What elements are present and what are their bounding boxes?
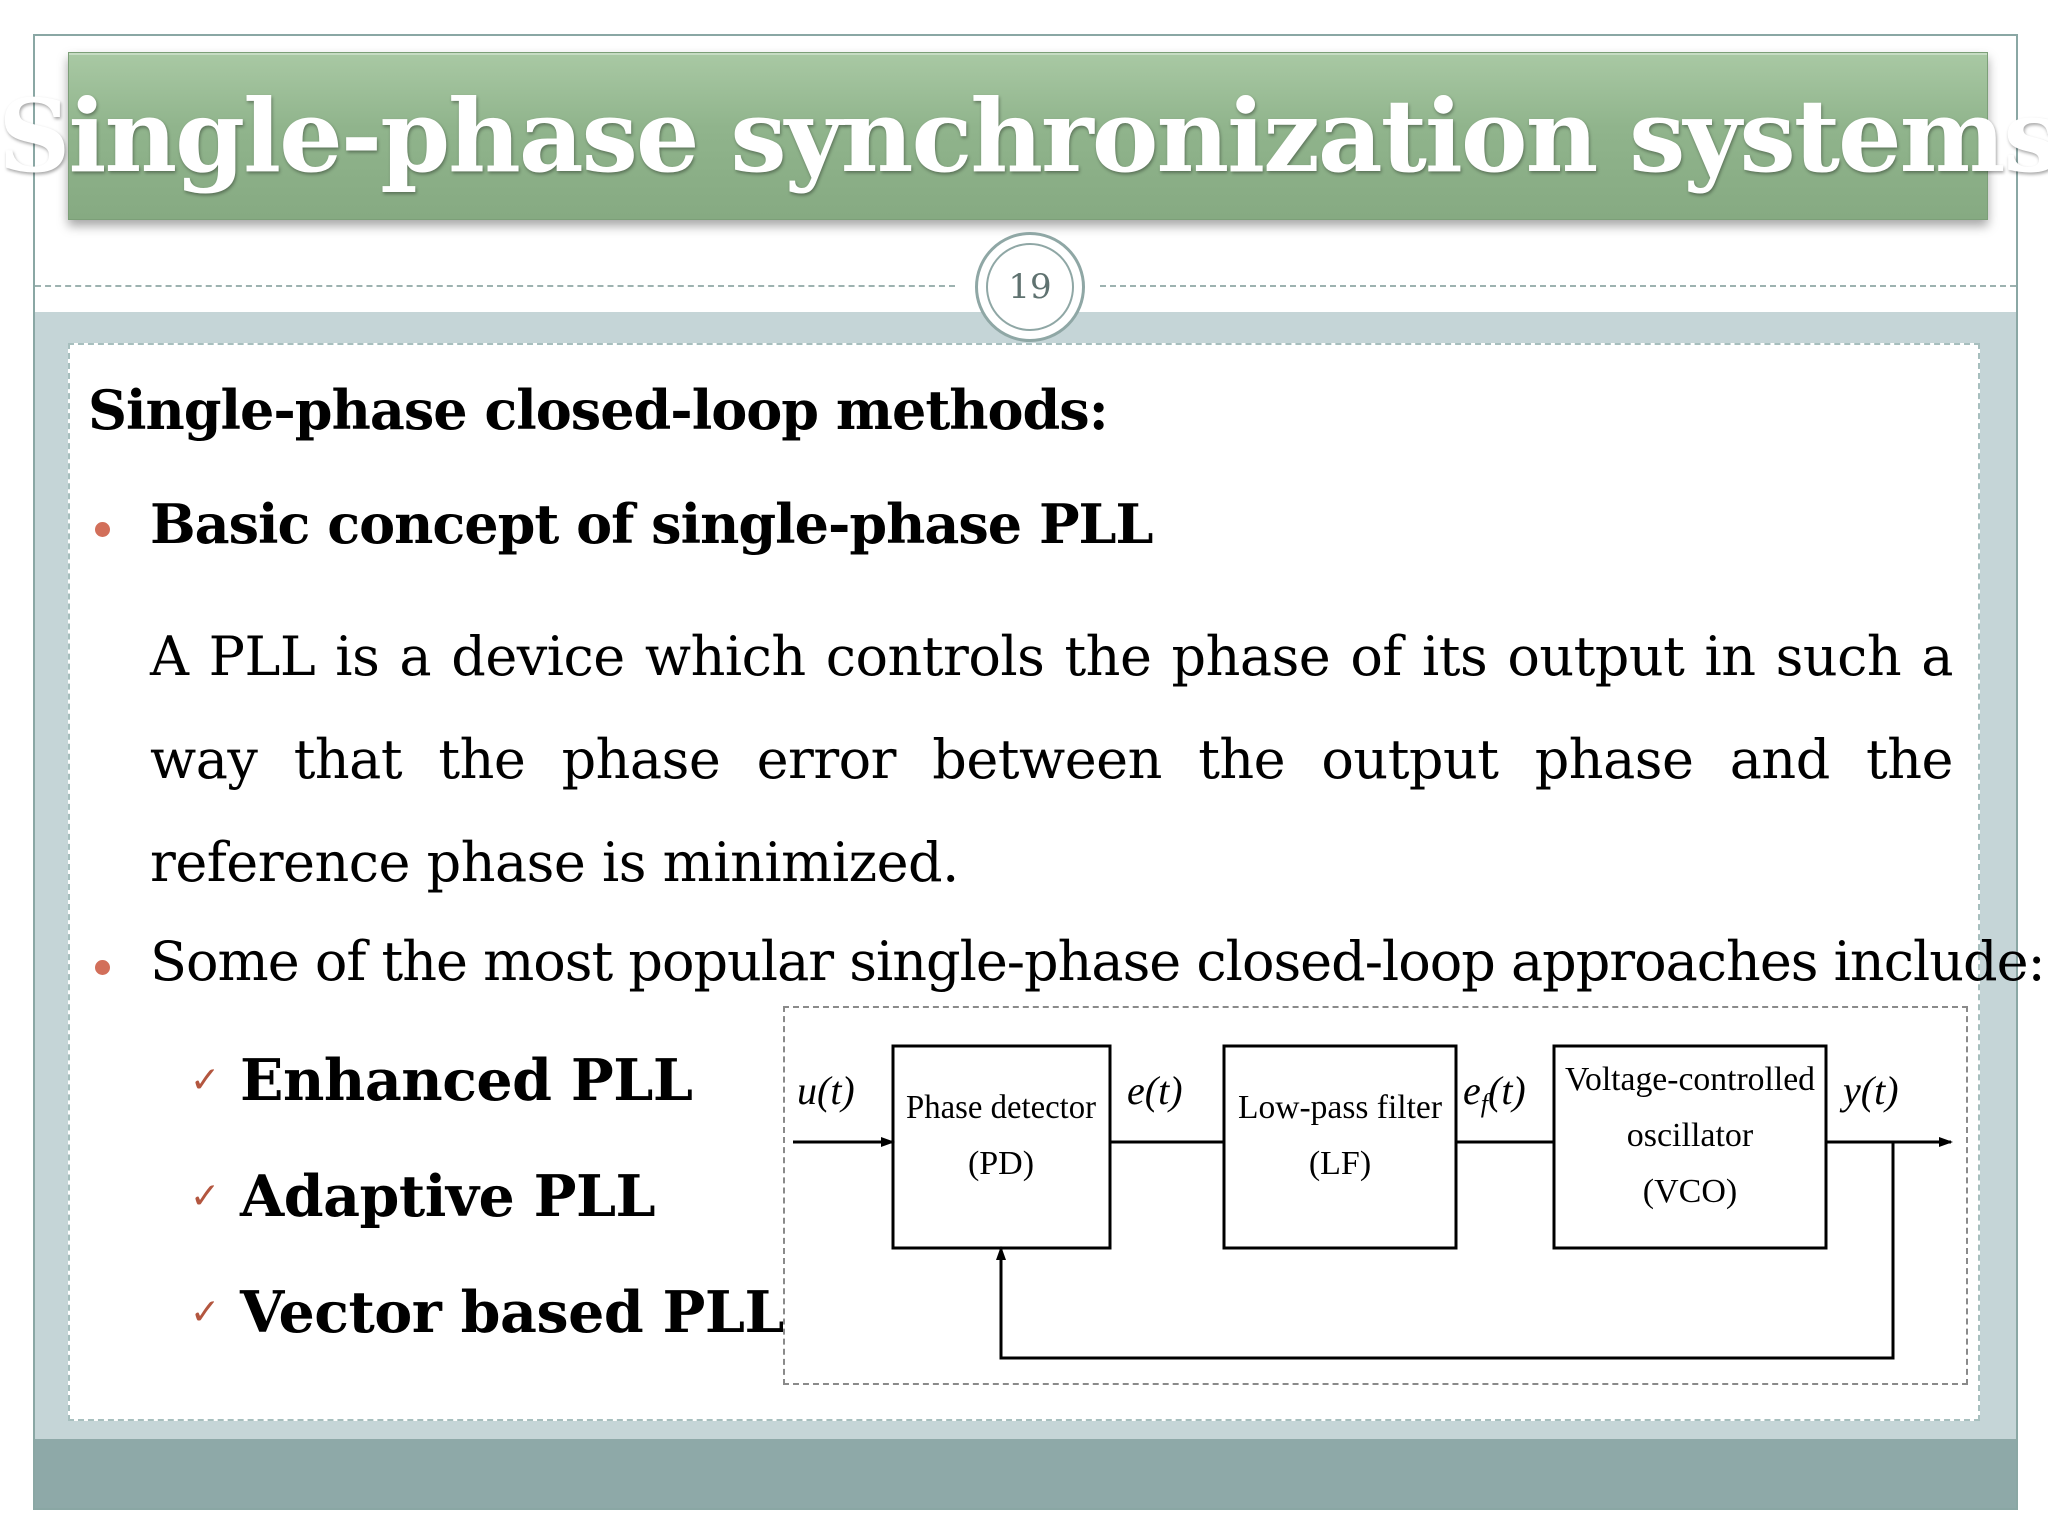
error-signal-label: e(t) bbox=[1127, 1068, 1183, 1113]
filtered-signal-arg: (t) bbox=[1488, 1068, 1526, 1113]
pll-diagram-frame bbox=[783, 1006, 1968, 1385]
output-signal-label: y(t) bbox=[1839, 1068, 1899, 1113]
page-number-badge: 19 bbox=[975, 232, 1085, 342]
check-label: Adaptive PLL bbox=[240, 1163, 656, 1230]
input-signal-label: u(t) bbox=[797, 1068, 855, 1113]
bullet-basic-concept: Basic concept of single-phase PLL bbox=[150, 492, 1153, 556]
pd-label-line1: Phase detector bbox=[906, 1089, 1097, 1126]
pll-definition-paragraph: A PLL is a device which controls the pha… bbox=[150, 625, 1954, 894]
filtered-signal-base: e bbox=[1463, 1068, 1481, 1113]
lf-label-line1: Low-pass filter bbox=[1238, 1089, 1443, 1126]
check-label: Enhanced PLL bbox=[240, 1047, 693, 1114]
lf-label-line2: (LF) bbox=[1309, 1145, 1371, 1182]
footer-bar bbox=[35, 1439, 2016, 1508]
block-vco bbox=[1552, 1044, 1828, 1250]
filtered-signal-subscript: f bbox=[1481, 1089, 1492, 1118]
divider-left bbox=[35, 285, 955, 287]
vco-label-line3: (VCO) bbox=[1643, 1173, 1737, 1210]
divider-right bbox=[1100, 285, 2016, 287]
vco-label-line1: Voltage-controlled bbox=[1565, 1061, 1815, 1098]
checkmark-icon: ✓ bbox=[190, 1176, 221, 1217]
checkmark-icon: ✓ bbox=[190, 1060, 221, 1101]
bullet-popular-approaches: Some of the most popular single-phase cl… bbox=[150, 930, 2046, 993]
feedback-path bbox=[996, 1142, 1895, 1360]
check-item-adaptive-pll: ✓ Adaptive PLL bbox=[190, 1163, 656, 1230]
bullet-dot-icon bbox=[95, 960, 110, 975]
section-heading: Single-phase closed-loop methods: bbox=[88, 378, 1109, 442]
check-item-enhanced-pll: ✓ Enhanced PLL bbox=[190, 1047, 693, 1114]
pll-block-diagram: Phase detector (PD) Low-pass filter (LF)… bbox=[793, 1044, 1953, 1360]
filtered-signal-label: ef(t) bbox=[1463, 1068, 1526, 1118]
block-low-pass-filter bbox=[1222, 1044, 1458, 1250]
title-band bbox=[68, 52, 1988, 220]
check-item-vector-based-pll: ✓ Vector based PLL bbox=[190, 1279, 785, 1346]
bullet-dot-icon bbox=[95, 522, 110, 537]
page-number: 19 bbox=[986, 243, 1074, 331]
pd-label-line2: (PD) bbox=[968, 1145, 1034, 1182]
vco-label-line2: oscillator bbox=[1627, 1117, 1754, 1154]
checkmark-icon: ✓ bbox=[190, 1292, 221, 1333]
check-label: Vector based PLL bbox=[240, 1279, 785, 1346]
slide-title: Single-phase synchronization systems bbox=[0, 77, 2048, 195]
